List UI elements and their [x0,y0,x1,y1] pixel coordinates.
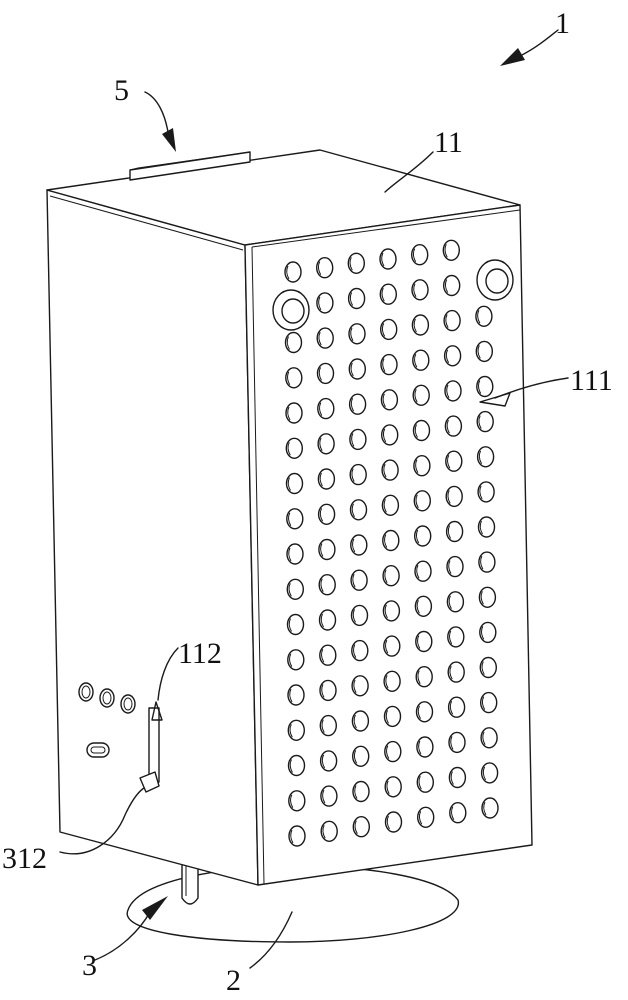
label-handle: 312 [2,842,47,875]
label-support: 3 [82,949,97,982]
label-base: 2 [226,964,241,997]
label-top-panel: 11 [434,126,463,159]
label-assembly: 1 [555,7,570,40]
label-top-strip: 5 [114,74,129,107]
label-side-slot: 112 [178,637,222,670]
label-vent-holes: 111 [570,364,613,397]
